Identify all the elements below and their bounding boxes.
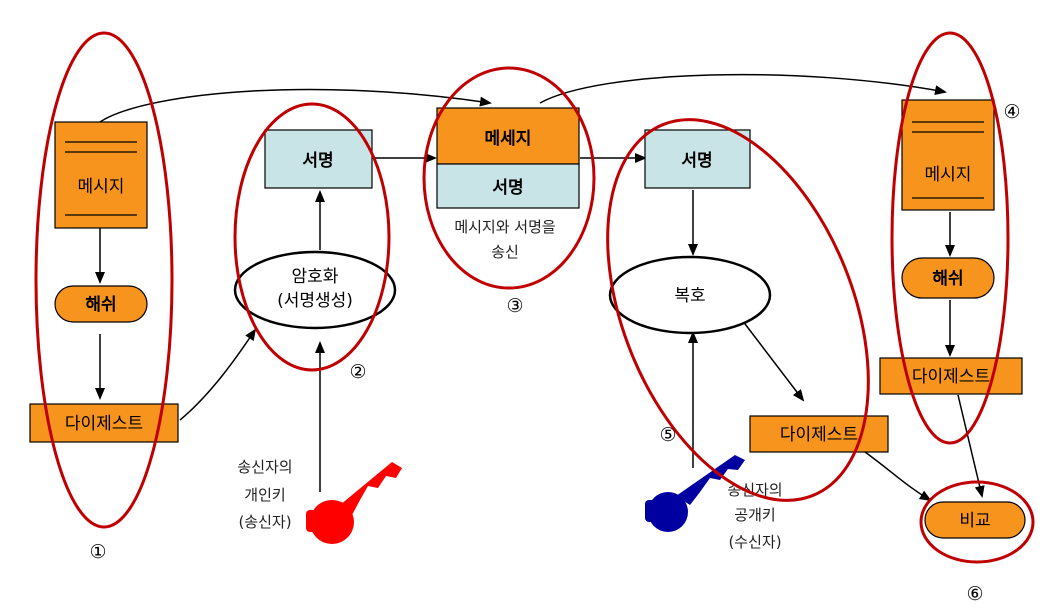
encrypt-label-line1: 암호화 — [292, 267, 339, 287]
highlight-step-6 — [919, 480, 1035, 564]
arrow-decrypt-to-digest — [741, 319, 805, 402]
sender-digest-box — [29, 403, 179, 443]
private-key-caption-line2: 개인키 — [244, 486, 285, 504]
receiver-signature-box — [644, 129, 751, 189]
sender-side: 메시지 해쉬 다이제스트 서명 암호화 (서명생성) 송신자의 개인키 (송신자… — [29, 121, 402, 544]
private-key-icon — [306, 462, 402, 544]
sender-message-label: 메시지 — [78, 177, 125, 197]
transmission-message-label: 메세지 — [485, 129, 532, 149]
public-key-icon — [645, 455, 745, 532]
step-number-5: ⑤ — [659, 424, 676, 446]
sender-signature-box — [264, 129, 373, 189]
encrypt-label-line2: (서명생성) — [277, 291, 353, 311]
sender-digest-label: 다이제스트 — [65, 414, 143, 434]
highlight-step-1 — [34, 31, 174, 529]
sender-hash-pill — [54, 285, 148, 323]
highlight-step-4 — [890, 31, 1010, 445]
encrypt-ellipse — [233, 250, 397, 330]
transmission-signature-box — [436, 163, 580, 209]
public-key-caption-line3: (수신자) — [728, 533, 781, 551]
receiver-message-label: 메시지 — [925, 165, 972, 185]
arrow-digest-to-compare — [864, 451, 932, 502]
step-number-3: ③ — [506, 295, 523, 317]
step-numbers: ① ② ③ ④ ⑤ ⑥ — [89, 101, 1020, 605]
highlight-step-5 — [606, 118, 870, 502]
receiver-digest2-label: 다이제스트 — [912, 367, 990, 387]
private-key-caption-line1: 송신자의 — [237, 458, 292, 476]
step-number-6: ⑥ — [966, 583, 983, 605]
receiver-side: 서명 복호 다이제스트 송신자의 공개키 (수신자) 메시지 해쉬 다이제스트 — [608, 99, 1026, 551]
arrow-digest2-to-compare — [957, 394, 985, 498]
compare-pill — [924, 501, 1026, 539]
transmission: 메세지 서명 메시지와 서명을 송신 — [436, 107, 580, 261]
decrypt-ellipse — [608, 255, 772, 335]
receiver-hash-label: 해쉬 — [932, 269, 963, 289]
public-key-caption-line1: 송신자의 — [727, 481, 782, 499]
public-key-caption-line2: 공개키 — [734, 506, 775, 524]
receiver-signature-label: 서명 — [681, 151, 712, 171]
sender-hash-label: 해쉬 — [85, 295, 116, 315]
receiver-hash-pill — [901, 257, 995, 299]
highlight-step-3 — [422, 66, 596, 290]
arrow-digest-to-encrypt — [179, 328, 257, 421]
transmission-signature-label: 서명 — [492, 178, 523, 198]
sender-message-box — [54, 121, 148, 229]
step-highlights — [34, 31, 1035, 564]
step-number-1: ① — [89, 541, 106, 563]
arrow-transmission-to-receiver-message — [539, 73, 947, 104]
step-number-2: ② — [349, 361, 366, 383]
arrows — [95, 73, 985, 502]
highlight-step-2 — [233, 102, 391, 372]
private-key-caption-line3: (송신자) — [238, 513, 291, 531]
receiver-digest-label: 다이제스트 — [780, 425, 858, 445]
transmission-caption-line2: 송신 — [491, 243, 519, 261]
transmission-caption-line1: 메시지와 서명을 — [454, 218, 555, 236]
compare-label: 비교 — [959, 511, 990, 531]
receiver-message-box — [901, 99, 995, 211]
sender-signature-label: 서명 — [302, 151, 333, 171]
decrypt-label: 복호 — [674, 286, 705, 306]
arrow-message-to-transmission — [99, 88, 492, 123]
step-number-4: ④ — [1003, 101, 1020, 123]
